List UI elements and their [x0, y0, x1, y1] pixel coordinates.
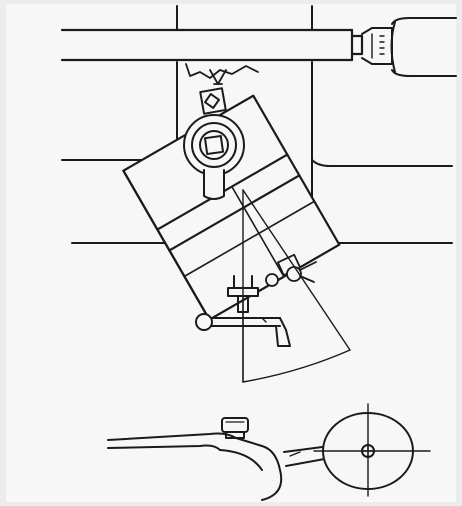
grinding-wheel	[313, 403, 431, 497]
tool-clamp	[199, 87, 227, 115]
angle-indicator	[242, 189, 351, 383]
oil-cap	[221, 417, 249, 439]
adjustment-hub	[183, 114, 245, 200]
motor-housing	[361, 17, 457, 77]
cutter-tip	[185, 63, 259, 85]
t-handle	[195, 313, 291, 347]
overarm-bar	[60, 28, 364, 62]
